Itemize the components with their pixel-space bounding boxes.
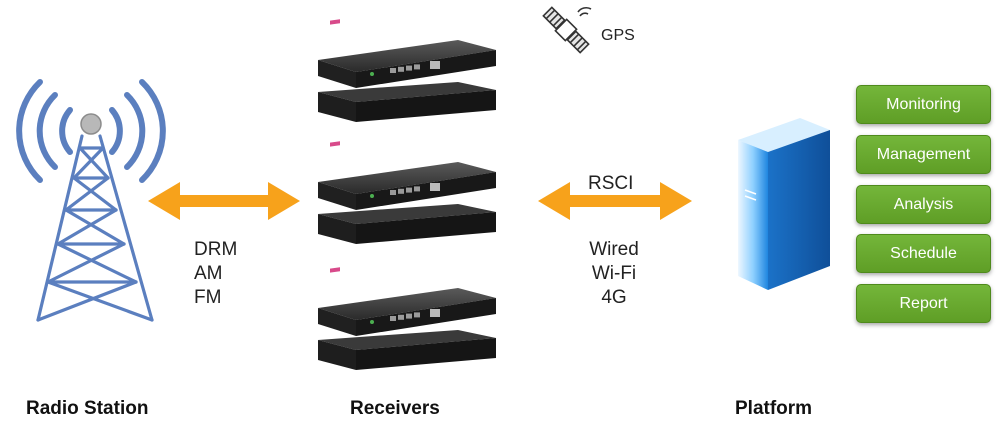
monitoring-button[interactable]: Monitoring [856,85,991,124]
protocol-am: AM [194,263,223,284]
broadcast-protocol-list: DRM AM FM [194,238,237,310]
protocol-drm: DRM [194,239,238,260]
receiver-group [318,19,496,370]
server-icon [738,118,830,290]
protocol-fm: FM [194,287,222,308]
double-arrow-icon [538,182,692,220]
radio-station-caption: Radio Station [26,398,149,419]
double-arrow-icon [148,182,300,220]
rack-receiver-icon [318,141,496,244]
link-protocol-label: RSCI [588,173,634,194]
gps-label: GPS [601,27,635,44]
satellite-icon [542,6,592,54]
rack-receiver-icon [318,267,496,370]
connection-4g: 4G [601,287,627,308]
radio-tower-icon [16,79,166,322]
connection-type-list: Wired Wi-Fi 4G [584,238,644,310]
receivers-caption: Receivers [350,398,440,419]
connection-wired: Wired [589,239,639,260]
connection-wifi: Wi-Fi [591,263,637,284]
schedule-button[interactable]: Schedule [856,234,991,273]
rack-receiver-icon [318,19,496,122]
report-button[interactable]: Report [856,284,991,323]
platform-caption: Platform [735,398,813,419]
management-button[interactable]: Management [856,135,991,174]
antenna-head-icon [80,113,102,135]
analysis-button[interactable]: Analysis [856,185,991,224]
